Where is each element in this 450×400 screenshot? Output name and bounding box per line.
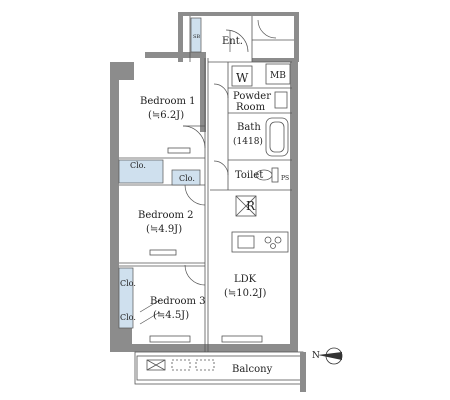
bedroom3-size: (≒4.5J): [153, 310, 189, 321]
walls: [110, 12, 299, 352]
bedroom1-size: (≒6.2J): [148, 110, 184, 121]
shoebox-label: SB: [193, 34, 200, 40]
closets: [118, 17, 202, 329]
w-label: W: [236, 71, 249, 85]
room-labels: Ent. W MB Powder Room Bath (1418) Toilet…: [120, 34, 289, 375]
interior-walls: [119, 16, 294, 352]
closet-label-1: Clo.: [130, 161, 146, 170]
bedroom2-label: Bedroom 2: [138, 210, 194, 221]
mb-label: MB: [270, 71, 286, 81]
bath-size-label: (1418): [233, 136, 263, 147]
bath-label: Bath: [237, 122, 261, 133]
bedroom1-label: Bedroom 1: [140, 96, 196, 107]
closet-label-2: Clo.: [179, 174, 195, 183]
balcony-label: Balcony: [232, 364, 273, 375]
powder-room-label: Room: [236, 102, 266, 113]
toilet-label: Toilet: [235, 170, 263, 181]
entrance-label: Ent.: [222, 36, 243, 47]
bedroom3-label: Bedroom 3: [150, 296, 206, 307]
ldk-size: (≒10.2J): [224, 288, 267, 299]
balcony-area: [134, 351, 306, 392]
ldk-label: LDK: [234, 274, 257, 285]
compass-label: N: [312, 351, 320, 361]
fixtures: [149, 63, 291, 343]
closet-label-4: Clo.: [120, 313, 136, 322]
closet-label-3: Clo.: [120, 279, 136, 288]
ps-label: PS: [281, 175, 289, 182]
powder-label: Powder: [233, 91, 271, 102]
refrigerator-label: R: [246, 199, 256, 213]
bedroom2-size: (≒4.9J): [146, 224, 182, 235]
doors: [139, 19, 277, 325]
compass: N: [312, 347, 343, 365]
